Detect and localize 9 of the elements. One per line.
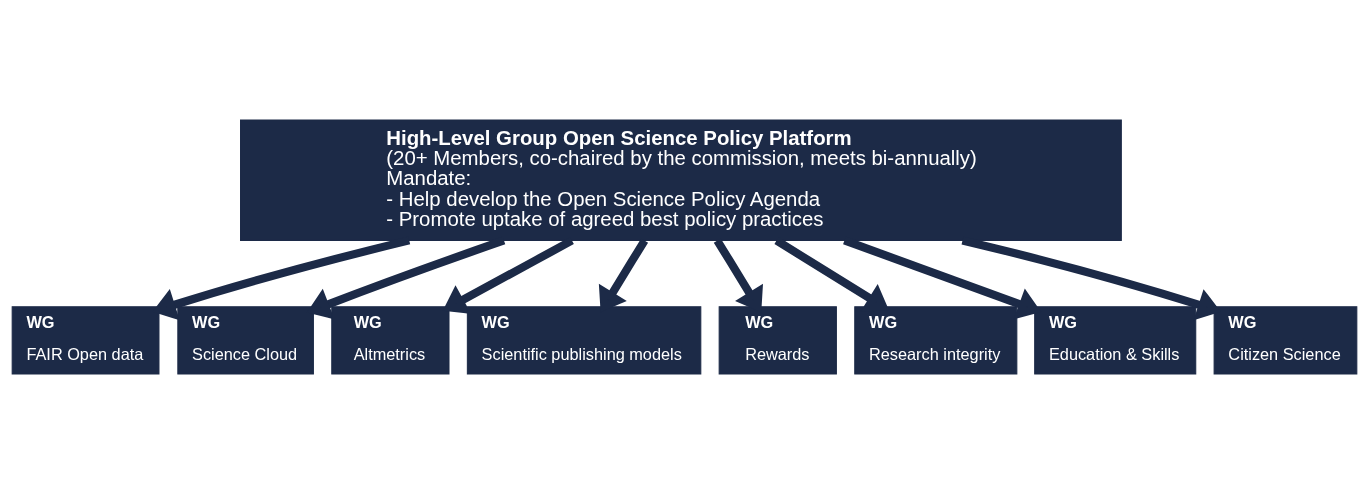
node-box: WG Rewards: [718, 305, 837, 374]
node-box: WG Research integrity: [854, 305, 1018, 374]
node-box: WG Scientific publishing models: [466, 305, 702, 374]
node-box: High-Level Group Open Science Policy Platform (20+ Members, co-chaired by the commission, meets bi-annually) Mandate: - Help develop the Open Science Policy Agenda - Promote uptake of agreed best policy practices: [240, 119, 1122, 241]
node-box: WG Science Cloud: [177, 305, 314, 374]
node-box: WG FAIR Open data: [11, 305, 160, 374]
node-box: WG Education & Skills: [1034, 305, 1197, 374]
node-box: WG Altmetrics: [331, 305, 450, 374]
node-box: WG Citizen Science: [1213, 305, 1358, 374]
